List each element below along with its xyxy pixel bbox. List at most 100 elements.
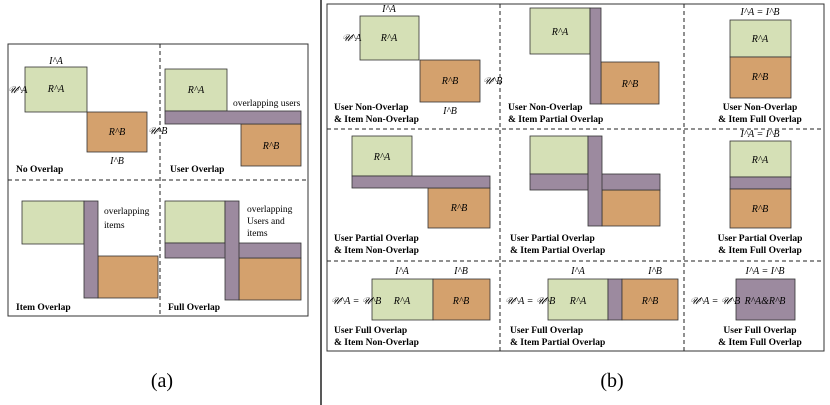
ra-rb-full-box (735, 278, 796, 321)
rb-box (240, 123, 302, 167)
user-overlap-bar (164, 110, 302, 125)
cell-title-line1: User Non-Overlap (508, 103, 583, 113)
cell-title-line1: User Non-Overlap (723, 103, 798, 113)
cell-item-overlap: overlapping items Item Overlap (16, 200, 159, 313)
ra-label: R^A (47, 84, 65, 95)
rb-box (97, 255, 159, 299)
item-overlap-bar (589, 7, 602, 105)
ia-eq-ib-label: I^A = I^B (740, 129, 780, 140)
ia-label: I^A (394, 266, 410, 277)
ia-label: I^A (381, 4, 397, 15)
ra-label: R^A (373, 152, 391, 163)
cell-title-line2: & Item Partial Overlap (510, 246, 605, 256)
cell-user-full-item-partial: R^A R^B I^A I^B 𝒰^A = 𝒰^B User Full Over… (505, 266, 679, 348)
cell-title-line2: & Item Partial Overlap (508, 115, 603, 125)
cell-user-partial-item-non: R^A R^B User Partial Overlap & Item Non-… (334, 135, 491, 256)
ra-box (359, 15, 420, 61)
ra-box (547, 278, 609, 321)
annotation: overlapping (247, 205, 293, 215)
rb-label: R^B (751, 72, 768, 83)
panel-b-frame (326, 3, 825, 352)
ra-label: R^A (751, 155, 769, 166)
ia-label: I^A (570, 266, 586, 277)
ra-label: R^A (380, 33, 398, 44)
cell-no-overlap: R^A R^B I^A I^B 𝒰^A 𝒰^B No Overlap (8, 56, 167, 175)
ra-box (371, 278, 434, 321)
caption-a: (a) (151, 370, 173, 392)
rb-label: R^B (441, 76, 458, 87)
ub-label: 𝒰^B (483, 76, 502, 87)
rb-box (621, 278, 679, 321)
caption-b: (b) (600, 370, 623, 392)
cell-title: Full Overlap (168, 303, 220, 313)
ra-label: R^A (393, 296, 411, 307)
ua-label: 𝒰^A (8, 85, 28, 96)
cell-title-line2: & Item Non-Overlap (334, 246, 419, 256)
ib-label: I^B (453, 266, 468, 277)
ra-box (351, 135, 413, 177)
rb-box (238, 257, 302, 301)
ra-label: R^A (187, 85, 205, 96)
user-overlap-bar (351, 175, 491, 189)
ub-label: 𝒰^B (148, 126, 167, 137)
rb-label: R^B (108, 127, 125, 138)
cell-title-line1: User Full Overlap (334, 326, 407, 336)
rb-box (432, 278, 491, 321)
ib-label: I^B (109, 156, 124, 167)
rb-box (729, 188, 792, 229)
rb-box (427, 187, 491, 229)
item-overlap-bar (587, 135, 603, 227)
annotation: overlapping (104, 207, 150, 217)
annotation: items (104, 221, 125, 231)
ua-label: 𝒰^A (342, 33, 362, 44)
ia-eq-ib-label: I^A = I^B (745, 266, 785, 277)
ra-box (164, 68, 228, 112)
cell-title: User Overlap (170, 165, 224, 175)
ra-box (529, 7, 591, 55)
ra-label: R^A (551, 27, 569, 38)
cell-full-overlap: overlapping Users and items Full Overlap (164, 200, 302, 313)
ra-box (164, 200, 226, 244)
ia-eq-ib-label: I^A = I^B (740, 7, 780, 18)
rb-box (419, 59, 481, 103)
rb-label: R^B (262, 141, 279, 152)
item-overlap-bar (224, 200, 240, 301)
ra-box (24, 66, 88, 113)
item-overlap-bar (607, 278, 623, 321)
cell-user-full-item-full: R^A&R^B I^A = I^B 𝒰^A = 𝒰^B User Full Ov… (690, 266, 802, 348)
cell-title-line2: & Item Non-Overlap (334, 115, 419, 125)
cell-user-non-item-partial: R^A R^B User Non-Overlap & Item Partial … (508, 7, 660, 125)
cell-user-non-item-full: R^A R^B I^A = I^B User Non-Overlap & Ite… (718, 7, 802, 125)
ra-box (529, 135, 589, 175)
rb-label: R^B (641, 296, 658, 307)
annotation: Users and (247, 217, 285, 227)
ra-box (729, 19, 792, 58)
cell-title-line1: User Partial Overlap (718, 234, 803, 244)
rb-box (86, 111, 148, 153)
cell-title-line1: User Full Overlap (510, 326, 583, 336)
cell-title-line2: & Item Full Overlap (718, 115, 802, 125)
cell-user-partial-item-partial: User Partial Overlap & Item Partial Over… (510, 135, 661, 256)
ra-label: R^A (569, 296, 587, 307)
cell-title-line2: & Item Full Overlap (718, 338, 802, 348)
cell-user-non-item-non: R^A R^B I^A I^B 𝒰^A 𝒰^B User Non-Overlap… (334, 4, 502, 125)
item-overlap-bar (83, 200, 99, 299)
ia-label: I^A (48, 56, 64, 67)
cell-title-line1: User Partial Overlap (334, 234, 419, 244)
ua-eq-ub-label: 𝒰^A = 𝒰^B (331, 296, 381, 307)
cell-title-line1: User Non-Overlap (334, 103, 409, 113)
cell-title-line2: & Item Non-Overlap (334, 338, 419, 348)
rb-label: R^B (621, 79, 638, 90)
panel-b: R^A R^B I^A I^B 𝒰^A 𝒰^B User Non-Overlap… (326, 3, 825, 392)
rb-box (729, 56, 792, 99)
rb-box (600, 61, 660, 105)
annotation: items (247, 229, 268, 239)
ib-label: I^B (647, 266, 662, 277)
ra-box (21, 200, 85, 245)
cell-title-line2: & Item Full Overlap (718, 246, 802, 256)
cell-title: No Overlap (16, 165, 63, 175)
ib-label: I^B (442, 106, 457, 117)
rb-label: R^B (450, 203, 467, 214)
rb-label: R^B (751, 204, 768, 215)
